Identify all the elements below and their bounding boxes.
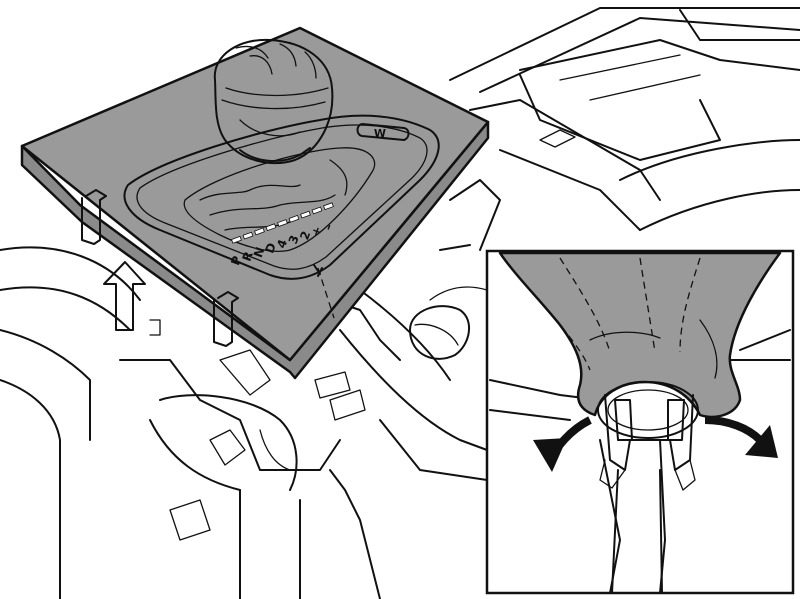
gear-position-label: + (308, 224, 325, 238)
detail-inset (485, 249, 795, 595)
gear-indicator-dash (265, 223, 277, 232)
gear-position-label: R (240, 250, 256, 263)
panel-clip-left (81, 195, 107, 245)
winter-mode-button: W (356, 123, 410, 141)
curved-arrow-counterclockwise-icon (533, 416, 592, 472)
curved-arrow-clockwise-icon (704, 416, 778, 458)
gear-indicator-dash (323, 202, 334, 211)
gear-indicator-dash (300, 210, 311, 219)
gear-indicator-dash (242, 231, 254, 240)
arrow-up-icon (103, 261, 146, 331)
guide-line (317, 267, 335, 319)
gear-position-label: D (262, 241, 279, 255)
gear-knob (213, 38, 334, 164)
gear-position-label: – (321, 222, 336, 232)
gear-indicator-dash (254, 227, 265, 236)
panel-clip-right (213, 297, 239, 347)
winter-button-label: W (374, 127, 386, 140)
gear-indicator-dash (311, 206, 323, 215)
gear-position-label: N (251, 245, 268, 259)
gear-indicator-dash (288, 214, 300, 223)
panel-top-face (20, 26, 490, 362)
center-console-background (0, 7, 800, 599)
gear-indicator-dash (231, 235, 242, 244)
panel-side-face (20, 120, 490, 380)
gear-indicator-dash (277, 219, 288, 227)
